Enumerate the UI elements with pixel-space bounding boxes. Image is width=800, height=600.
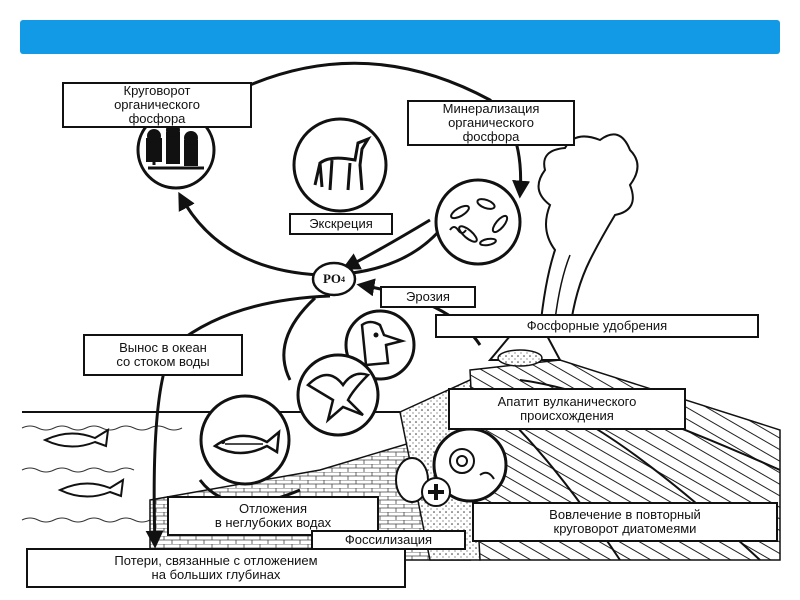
ocean-fish <box>42 428 125 498</box>
title-bar <box>20 20 780 54</box>
fossil-icon <box>395 457 451 507</box>
label-erosion: Эрозия <box>380 286 476 308</box>
seabird-icon <box>296 353 380 437</box>
label-fertilizers: Фосфорные удобрения <box>435 314 759 338</box>
label-losses: Потери, связанные с отложением на больши… <box>26 548 406 588</box>
label-excretion: Экскреция <box>289 213 393 235</box>
label-runoff: Вынос в океан со стоком воды <box>83 334 243 376</box>
phosphate-subscript: 4 <box>341 274 346 284</box>
phosphate-node <box>311 261 357 297</box>
label-sediments: Отложения в неглубоких водах <box>167 496 379 536</box>
label-fossilization: Фоссилизация <box>311 530 466 550</box>
bacteria-icon <box>434 178 522 266</box>
phosphate-formula: PO <box>322 271 342 286</box>
label-apatite: Апатит вулканического происхождения <box>448 388 686 430</box>
deer-icon <box>292 117 388 213</box>
label-mineralization: Минерализация органического фосфора <box>407 100 575 146</box>
label-organic-cycle: Круговорот органического фосфора <box>62 82 252 128</box>
label-diatoms: Вовлечение в повторный круговорот диатом… <box>472 502 778 542</box>
forest-icon <box>136 110 216 190</box>
fish-icon <box>199 394 291 486</box>
